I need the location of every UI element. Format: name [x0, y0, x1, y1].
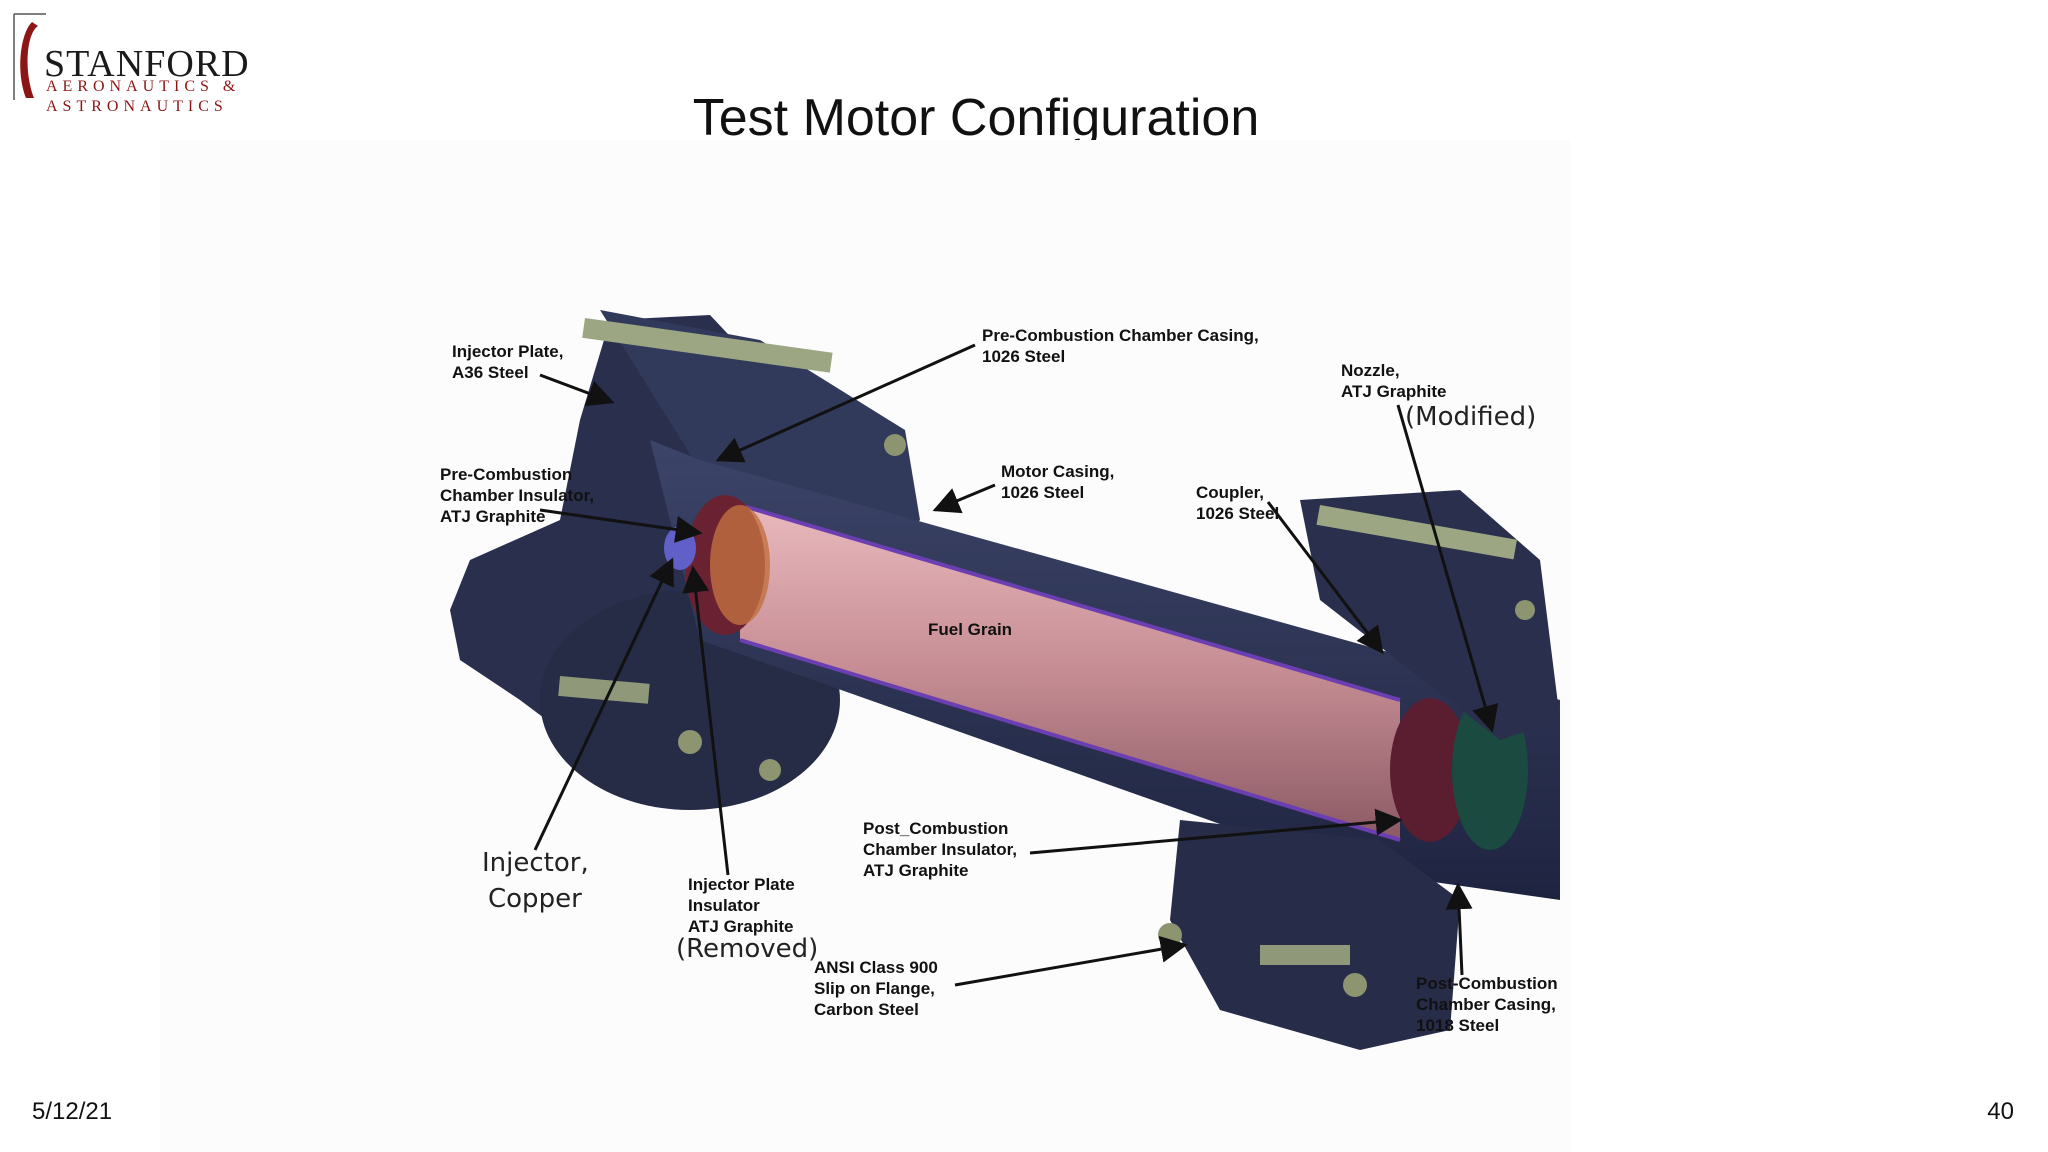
label-injector-plate: Injector Plate, A36 Steel — [452, 342, 568, 382]
label-line: 1026 Steel — [1001, 483, 1084, 502]
label-line: Pre-Combustion — [440, 465, 572, 484]
leader-lines — [533, 343, 1499, 987]
slide-date: 5/12/21 — [32, 1098, 113, 1125]
label-insulator-note: (Removed) — [676, 934, 818, 964]
slide-number: 40 — [1987, 1098, 2014, 1125]
diagram-panel: Injector Plate, A36 Steel Pre-Combustion… — [160, 140, 1570, 1152]
label-line: Post_Combustion — [863, 819, 1008, 838]
label-line: A36 Steel — [452, 363, 529, 382]
label-precombustion-insulator: Pre-Combustion Chamber Insulator, ATJ Gr… — [440, 465, 599, 526]
label-line: Slip on Flange, — [814, 979, 935, 998]
label-line: Post-Combustion — [1416, 974, 1558, 993]
logo-subline-1: AERONAUTICS & — [46, 78, 241, 95]
label-line: Nozzle, — [1341, 361, 1400, 380]
label-line: ATJ Graphite — [1341, 382, 1446, 401]
logo-mark-icon — [13, 13, 46, 100]
right-flange — [1158, 490, 1560, 1050]
label-line: Insulator — [688, 896, 760, 915]
label-line: Pre-Combustion Chamber Casing, — [982, 326, 1259, 345]
label-injector-plate-insulator: Injector Plate Insulator ATJ Graphite — [688, 875, 800, 936]
label-line: Chamber Insulator, — [863, 840, 1017, 859]
stanford-logo: STANFORD AERONAUTICS & ASTRONAUTICS — [12, 12, 252, 122]
label-line: ATJ Graphite — [863, 861, 968, 880]
label-line: 1026 Steel — [1196, 504, 1279, 523]
label-coupler: Coupler, 1026 Steel — [1196, 483, 1279, 523]
label-injector: Injector, Copper — [482, 848, 597, 914]
label-postcombustion-insulator: Post_Combustion Chamber Insulator, ATJ G… — [863, 819, 1022, 880]
left-flange — [450, 310, 920, 810]
label-line: Injector Plate — [688, 875, 795, 894]
precombustion-insulator — [710, 505, 770, 625]
label-nozzle-note: (Modified) — [1405, 402, 1536, 432]
label-line: Chamber Casing, — [1416, 995, 1556, 1014]
label-line: 1026 Steel — [982, 347, 1065, 366]
label-fuel-grain: Fuel Grain — [928, 620, 1012, 639]
logo-wordmark: STANFORD — [44, 43, 250, 85]
label-postcombustion-casing: Post-Combustion Chamber Casing, 1018 Ste… — [1416, 974, 1562, 1035]
fuel-grain — [740, 505, 1400, 840]
slide-title: Test Motor Configuration — [692, 89, 1260, 147]
label-line: Motor Casing, — [1001, 462, 1114, 481]
label-flange: ANSI Class 900 Slip on Flange, Carbon St… — [814, 958, 943, 1019]
label-line: Injector Plate, — [452, 342, 563, 361]
postcombustion-insulator — [1390, 698, 1470, 842]
label-nozzle: Nozzle, ATJ Graphite — [1341, 361, 1446, 401]
label-line: Chamber Insulator, — [440, 486, 594, 505]
logo-subline-2: ASTRONAUTICS — [46, 98, 228, 115]
label-precombustion-casing: Pre-Combustion Chamber Casing, 1026 Stee… — [982, 326, 1264, 366]
label-line: Copper — [488, 884, 582, 914]
label-line: ANSI Class 900 — [814, 958, 938, 977]
label-motor-casing: Motor Casing, 1026 Steel — [1001, 462, 1119, 502]
label-line: ATJ Graphite — [688, 917, 793, 936]
label-line: Carbon Steel — [814, 1000, 919, 1019]
label-line: Injector, — [482, 848, 589, 878]
label-line: 1018 Steel — [1416, 1016, 1499, 1035]
motor-cutaway-diagram: Injector Plate, A36 Steel Pre-Combustion… — [440, 310, 1562, 1050]
label-line: Coupler, — [1196, 483, 1264, 502]
label-line: ATJ Graphite — [440, 507, 545, 526]
